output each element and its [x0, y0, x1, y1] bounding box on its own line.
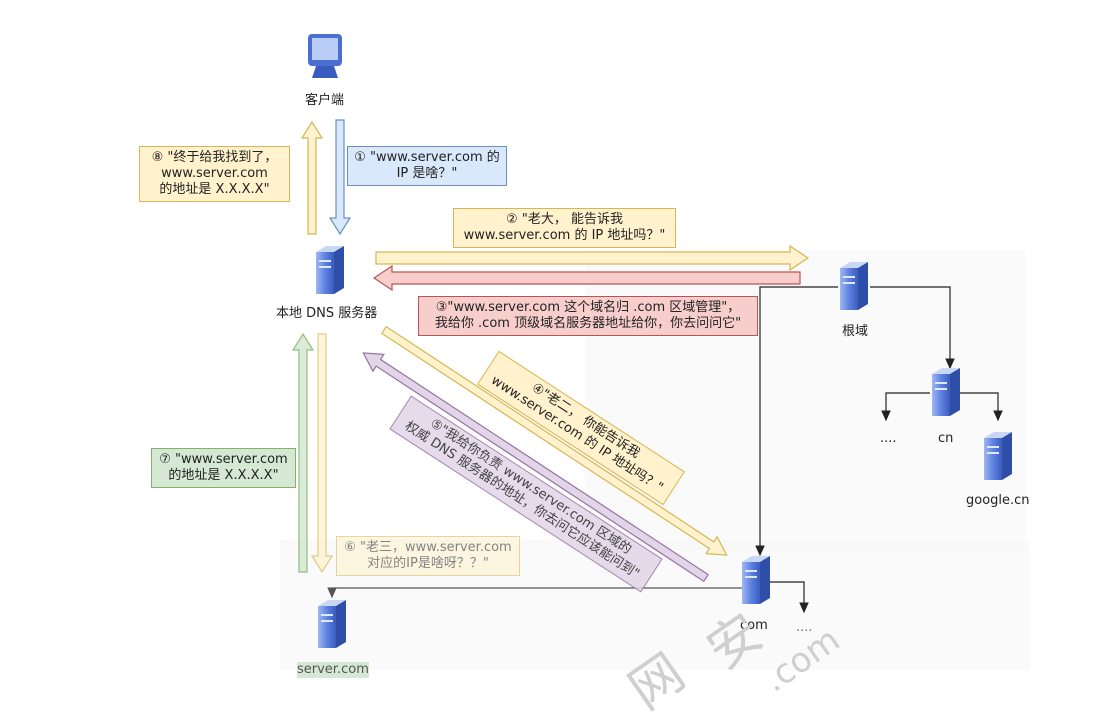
arrow-step-2	[375, 244, 810, 272]
arrow-step-6	[310, 333, 334, 574]
root-server-icon	[840, 262, 868, 310]
arrow-step-7	[291, 332, 315, 573]
domain-tree-lines	[327, 286, 1003, 614]
step-3-line-2: 我给你 .com 顶级域名服务器地址给你，你去问问它"	[434, 316, 742, 331]
com-label: com	[740, 618, 768, 633]
client-label: 客户端	[305, 93, 345, 108]
cn-label: cn	[938, 431, 954, 446]
step-3-line-1: ③"www.server.com 这个域名归 .com 区域管理"，	[435, 300, 741, 315]
block-arrows	[291, 119, 810, 583]
step-7-line-1: ⑦ "www.server.com	[159, 452, 288, 467]
server-com-server-icon	[318, 600, 346, 648]
com-server-icon	[742, 556, 770, 604]
step-2-box: ② "老大， 能告诉我 www.server.com 的 IP 地址吗？"	[453, 208, 676, 248]
step-8-line-1: ⑧ "终于给我找到了，	[151, 150, 278, 165]
step-8-line-3: 的地址是 X.X.X.X"	[159, 182, 270, 197]
step-6-box: ⑥ "老三，www.server.com 对应的IP是啥呀？？"	[336, 536, 520, 576]
server-icons	[316, 246, 1012, 648]
google-cn-label: google.cn	[966, 493, 1030, 508]
arrow-step-5	[362, 352, 710, 583]
local-dns-label: 本地 DNS 服务器	[276, 306, 378, 321]
root-label: 根域	[842, 324, 869, 339]
step-1-box: ① "www.server.com 的 IP 是啥？"	[347, 146, 507, 186]
arrow-step-4	[380, 325, 728, 556]
google-cn-server-icon	[984, 432, 1012, 480]
step-3-box: ③"www.server.com 这个域名归 .com 区域管理"， 我给你 .…	[418, 296, 758, 336]
step-2-line-2: www.server.com 的 IP 地址吗？"	[463, 228, 666, 243]
step-6-line-1: ⑥ "老三，www.server.com	[344, 540, 512, 555]
local-dns-server-icon	[316, 246, 344, 294]
cn-siblings-ellipsis: ....	[880, 431, 897, 446]
step-2-line-1: ② "老大， 能告诉我	[506, 212, 623, 227]
server-com-label: server.com	[297, 662, 369, 678]
cn-server-icon	[932, 368, 960, 416]
arrow-step-3	[372, 264, 801, 292]
step-7-box: ⑦ "www.server.com 的地址是 X.X.X.X"	[151, 448, 296, 488]
monitor-icon	[308, 34, 342, 78]
arrow-step-8	[300, 120, 324, 235]
step-7-line-2: 的地址是 X.X.X.X"	[168, 468, 279, 483]
step-6-line-2: 对应的IP是啥呀？？"	[367, 556, 489, 571]
step-1-line-2: IP 是啥？"	[396, 166, 458, 181]
step-1-line-1: ① "www.server.com 的	[354, 150, 500, 165]
dns-diagram-canvas	[291, 34, 1012, 648]
step-8-box: ⑧ "终于给我找到了， www.server.com 的地址是 X.X.X.X"	[139, 146, 290, 202]
com-siblings-ellipsis: ....	[796, 620, 813, 635]
arrow-step-1	[328, 119, 352, 236]
step-8-line-2: www.server.com	[161, 166, 268, 181]
